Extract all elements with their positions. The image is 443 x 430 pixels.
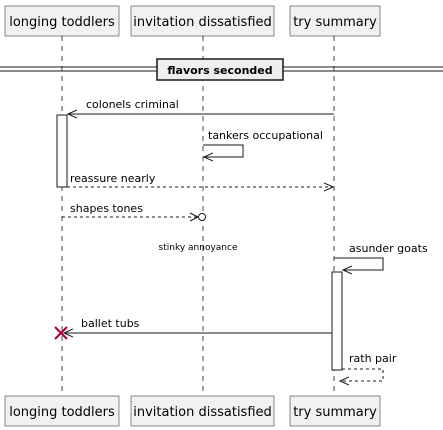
message-reassure-nearly: reassure nearly	[67, 172, 333, 187]
message-label: asunder goats	[349, 242, 428, 255]
activation-longing-toddlers	[56, 114, 68, 188]
message-label: rath pair	[349, 352, 397, 365]
participant-bottom-invitation-dissatisfied: invitation dissatisfied	[130, 395, 275, 427]
participant-bottom-try-summary: try summary	[289, 395, 381, 427]
participant-label: invitation dissatisfied	[133, 15, 272, 30]
message-shapes-tones: shapes tones	[62, 202, 206, 222]
destroy-x-icon	[54, 326, 68, 340]
participant-top-longing-toddlers: longing toddlers	[4, 5, 120, 37]
participant-label: longing toddlers	[9, 405, 115, 420]
message-label: tankers occupational	[208, 129, 323, 142]
message-rath-pair: rath pair	[340, 352, 397, 381]
participant-label: invitation dissatisfied	[133, 405, 272, 420]
divider: flavors seconded	[0, 58, 443, 81]
participant-label: try summary	[293, 15, 377, 30]
message-label: ballet tubs	[81, 317, 140, 330]
participant-top-try-summary: try summary	[289, 5, 381, 37]
participant-label: longing toddlers	[9, 15, 115, 30]
participant-label: try summary	[293, 405, 377, 420]
participant-top-invitation-dissatisfied: invitation dissatisfied	[130, 5, 275, 37]
message-label: colonels criminal	[86, 98, 179, 111]
participant-bottom-longing-toddlers: longing toddlers	[4, 395, 120, 427]
message-label: shapes tones	[70, 202, 143, 215]
divider-label: flavors seconded	[167, 64, 272, 77]
message-tankers-occupational: tankers occupational	[203, 129, 323, 157]
message-asunder-goats: asunder goats	[334, 242, 428, 270]
message-ballet-tubs: ballet tubs	[54, 317, 332, 340]
message-colonels-criminal: colonels criminal	[68, 98, 334, 114]
message-label: reassure nearly	[70, 172, 156, 185]
activation-try-summary	[331, 271, 343, 371]
note-stinky-annoyance: stinky annoyance	[159, 243, 238, 253]
